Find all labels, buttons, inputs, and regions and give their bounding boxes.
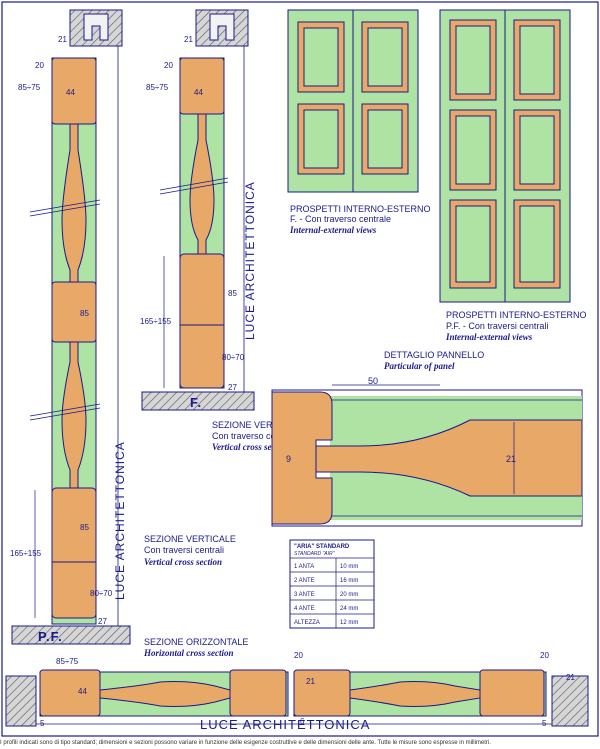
- dim-80-70: 80÷70: [90, 589, 113, 598]
- break-mark: [159, 181, 229, 195]
- dim-20-h: 20: [294, 651, 303, 660]
- dim-165-155: 165÷155: [10, 549, 42, 558]
- dim-5-h: 5: [40, 719, 45, 728]
- dim-20: 20: [164, 61, 173, 70]
- dim-44-h: 44: [78, 687, 87, 696]
- air-table-key: 2 ANTE: [294, 578, 315, 584]
- vert-pf-sub: Con traversi centrali: [144, 545, 224, 555]
- air-table-key: 3 ANTE: [294, 592, 315, 598]
- detail-en: Particular of panel: [384, 361, 455, 371]
- dim-21-h: 21: [306, 677, 315, 686]
- air-table-frame: [289, 539, 375, 629]
- dim-85-b: 85: [80, 523, 89, 532]
- dim-20-h2: 20: [540, 651, 549, 660]
- dim-21-detail: 21: [506, 454, 516, 464]
- luce-label-middle: LUCE ARCHITETTONICA: [243, 181, 257, 340]
- horiz-title: SEZIONE ORIZZONTALE: [144, 637, 248, 647]
- middle-rail-left: [51, 281, 97, 343]
- horizontal-section: [5, 669, 589, 727]
- leaf-f-left: [297, 21, 345, 175]
- elevation-pf: [439, 9, 571, 303]
- dim-27: 27: [228, 383, 237, 392]
- leaf-f-right: [361, 21, 409, 175]
- dim-85: 85: [80, 309, 89, 318]
- detail-title: DETTAGLIO PANNELLO: [384, 350, 484, 360]
- vert-f-sub: Con traverso centrale: [212, 431, 298, 441]
- footer-note: I profili indicati sono di tipo standard…: [0, 740, 491, 746]
- wall-left: [5, 675, 37, 727]
- view-pf-sub: P.F. - Con traversi centrali: [446, 321, 548, 331]
- view-pf-title: PROSPETTI INTERNO-ESTERNO: [446, 310, 587, 320]
- air-table-value: 12 mm: [340, 620, 358, 626]
- dim-50: 50: [368, 376, 378, 386]
- wall-right: [551, 675, 589, 727]
- vertical-section-f: F. LUCE ARCHITETTONICA 21 20 85÷75 44 85…: [140, 9, 257, 411]
- panel-detail: [271, 389, 583, 527]
- dim-44: 44: [194, 88, 203, 97]
- break-mark: [29, 407, 101, 421]
- vert-f-title: SEZIONE VERTICALE: [212, 420, 304, 430]
- air-table-title: "ARIA" STANDARD: [294, 544, 350, 550]
- dim-6-h: 6: [300, 717, 305, 726]
- view-f-title: PROSPETTI INTERNO-ESTERNO: [290, 204, 431, 214]
- dim-44: 44: [66, 88, 75, 97]
- luce-label-bottom: LUCE ARCHITETTONICA: [200, 717, 370, 732]
- dim-85-75: 85÷75: [146, 83, 169, 92]
- view-f-en: Internal-external views: [289, 225, 377, 235]
- dim-27: 27: [98, 617, 107, 626]
- horiz-en: Horizontal cross section: [143, 648, 234, 658]
- break-mark: [29, 203, 101, 217]
- luce-label-left: LUCE ARCHITETTONICA: [113, 441, 127, 600]
- leaf-pf-left: [449, 19, 497, 289]
- sheet-border: [1, 1, 599, 737]
- dim-21: 21: [184, 35, 193, 44]
- vert-f-en: Vertical cross section: [212, 442, 290, 452]
- vertical-section-pf: P.F. LUCE ARCHITETTONICA 21 20 85÷75 44 …: [10, 9, 131, 645]
- dim-85: 85: [228, 289, 237, 298]
- floor-pf: [11, 625, 131, 645]
- air-table-value: 24 mm: [340, 606, 358, 612]
- vert-pf-title: SEZIONE VERTICALE: [144, 534, 236, 544]
- break-mark: [29, 403, 101, 417]
- floor-f-label: F.: [190, 395, 202, 410]
- dim-85-75: 85÷75: [18, 83, 41, 92]
- view-pf-en: Internal-external views: [445, 332, 533, 342]
- dim-20: 20: [35, 61, 44, 70]
- view-f-sub: F. - Con traverso centrale: [290, 214, 391, 224]
- air-table-subtitle: STANDARD "AIR": [294, 551, 335, 557]
- dim-5-h2: 5: [542, 719, 547, 728]
- frame-top-middle: [209, 13, 235, 41]
- top-rail-middle: [179, 57, 225, 115]
- dim-21: 21: [58, 35, 67, 44]
- break-mark: [29, 199, 101, 213]
- bottom-rail-left: [51, 487, 97, 619]
- bottom-rail-middle: [179, 253, 225, 389]
- air-table-key: ALTEZZA: [294, 620, 320, 626]
- floor-pf-label: P.F.: [38, 629, 63, 644]
- dim-21-h2: 21: [566, 673, 575, 682]
- elevation-f: [287, 9, 419, 193]
- dim-165-155: 165÷155: [140, 317, 172, 326]
- air-table-value: 10 mm: [340, 564, 358, 570]
- floor-f: [141, 391, 255, 411]
- air-table-value: 20 mm: [340, 592, 358, 598]
- dim-9: 9: [286, 454, 291, 464]
- break-mark: [159, 177, 229, 191]
- air-table-key: 4 ANTE: [294, 606, 315, 612]
- frame-top-left: [83, 13, 109, 41]
- vert-pf-en: Vertical cross section: [144, 557, 222, 567]
- dim-80-70: 80÷70: [222, 353, 245, 362]
- air-table-key: 1 ANTA: [294, 564, 314, 570]
- dim-85-75-h: 85÷75: [56, 657, 79, 666]
- leaf-pf-right: [513, 19, 561, 289]
- air-table-value: 16 mm: [340, 578, 358, 584]
